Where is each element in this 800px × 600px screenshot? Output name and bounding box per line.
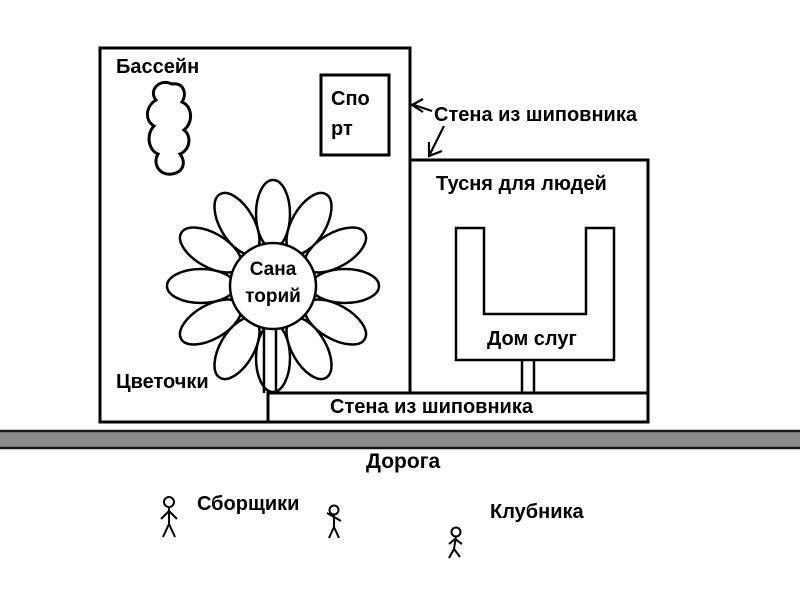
bottom-wall-rect: [266, 391, 650, 424]
flowers-label: Цветочки: [116, 371, 209, 393]
pool-label: Бассейн: [116, 56, 200, 78]
servants-house-shape: [454, 226, 616, 362]
sanatorium-label-line2: торий: [245, 286, 301, 307]
wall-arrow: [409, 98, 445, 158]
flower-stem: [262, 325, 278, 393]
road-label: Дорога: [366, 450, 441, 473]
pickers-label: Сборщики: [197, 493, 300, 515]
flower: [165, 178, 381, 394]
pool-shape: [146, 81, 192, 176]
wall-bottom-label: Стена из шиповника: [330, 396, 533, 418]
picker-figure-1: [160, 496, 178, 538]
strawberry-label: Клубника: [490, 501, 584, 523]
servants-house-label: Дом слуг: [487, 328, 577, 350]
road-bar: [0, 429, 800, 450]
sport-box: [319, 73, 391, 157]
sport-label-line1: Спо: [331, 88, 370, 110]
sanatorium-label-line1: Сана: [249, 259, 297, 280]
picker-figure-2: [326, 504, 342, 539]
sport-label: Спо рт: [331, 84, 370, 144]
flower-center: [228, 241, 318, 331]
servants-house-stem: [520, 360, 536, 393]
wall-top-label: Стена из шиповника: [434, 104, 637, 126]
sport-label-line2: рт: [331, 118, 353, 140]
hangout-label: Тусня для людей: [436, 173, 607, 195]
picker-figure-3: [448, 526, 463, 559]
sanatorium-label: Сана торий: [213, 256, 333, 310]
